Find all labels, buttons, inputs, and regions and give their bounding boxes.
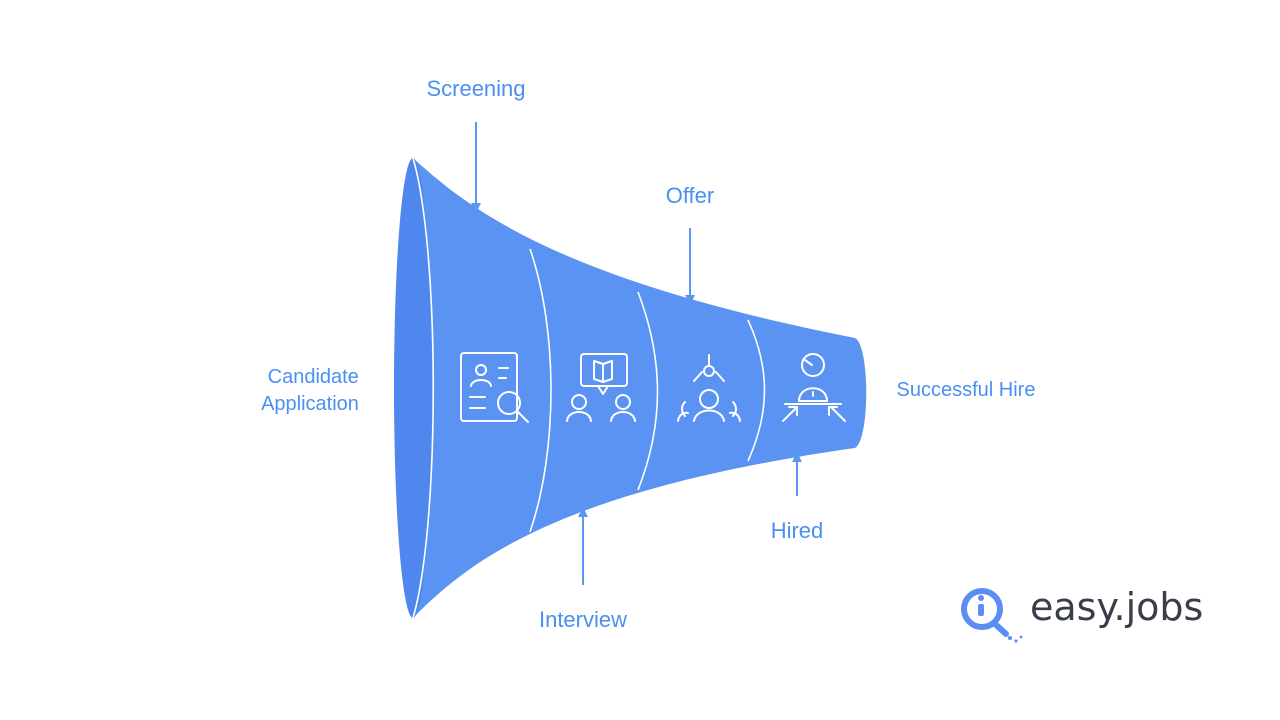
funnel-mouth-edge xyxy=(412,157,435,619)
arrowhead-interview xyxy=(578,507,588,517)
easy-jobs-logo-icon xyxy=(961,588,1023,643)
successful-hire-icon xyxy=(782,353,846,422)
label-hired: Hired xyxy=(771,518,824,543)
arrowhead-hired xyxy=(792,452,802,462)
segment-divider-3 xyxy=(747,319,766,462)
label-screening: Screening xyxy=(426,76,525,101)
arrowhead-offer xyxy=(685,295,695,305)
segment-divider-2 xyxy=(637,291,659,491)
segment-divider-1 xyxy=(529,248,552,533)
arrowhead-screening xyxy=(471,203,481,213)
funnel-mouth xyxy=(394,158,432,618)
brand-name: easy.jobs xyxy=(1030,585,1203,629)
interview-icon xyxy=(566,353,636,422)
funnel-body xyxy=(413,158,867,618)
offer-icon xyxy=(677,354,741,422)
label-application: Application xyxy=(261,393,359,415)
label-candidate-application: Candidate Application xyxy=(261,366,364,415)
label-candidate: Candidate xyxy=(268,366,359,388)
label-interview: Interview xyxy=(539,607,627,632)
label-offer: Offer xyxy=(666,183,715,208)
label-successful-hire: Successful Hire xyxy=(897,379,1036,401)
application-search-icon xyxy=(460,352,529,423)
